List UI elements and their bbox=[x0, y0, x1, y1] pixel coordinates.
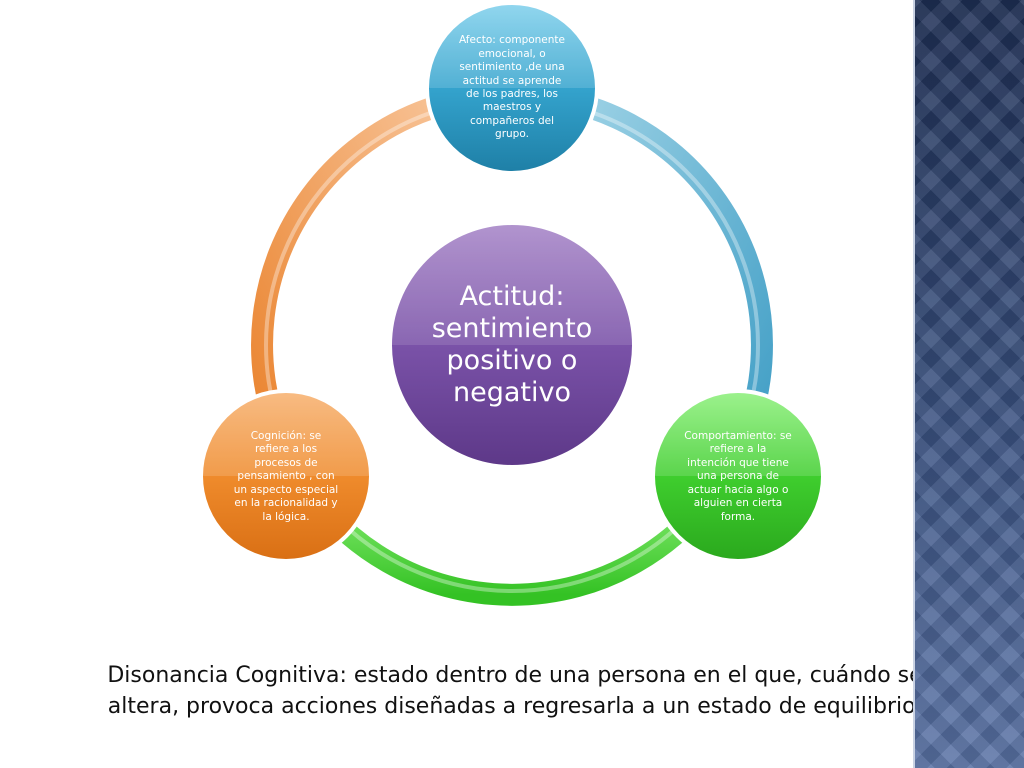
cycle-diagram bbox=[199, 1, 825, 606]
caption-disonancia: Disonancia Cognitiva: estado dentro de u… bbox=[107, 663, 923, 719]
decorative-side-panel bbox=[913, 0, 1024, 768]
node-afecto-text: Afecto: componente emocional, o sentimie… bbox=[458, 34, 565, 141]
center-circle bbox=[388, 221, 636, 469]
ring-arc-green bbox=[295, 478, 729, 606]
center-text: Actitud: sentimiento positivo o negativo bbox=[431, 281, 593, 408]
node-comportamiento-text: Comportamiento: se refiere a la intenció… bbox=[684, 430, 792, 523]
node-cognicion-text: Cognición: se refiere a los procesos de … bbox=[233, 430, 339, 523]
node-afecto bbox=[425, 1, 599, 175]
node-comportamiento bbox=[651, 389, 825, 563]
node-cognicion bbox=[199, 389, 373, 563]
